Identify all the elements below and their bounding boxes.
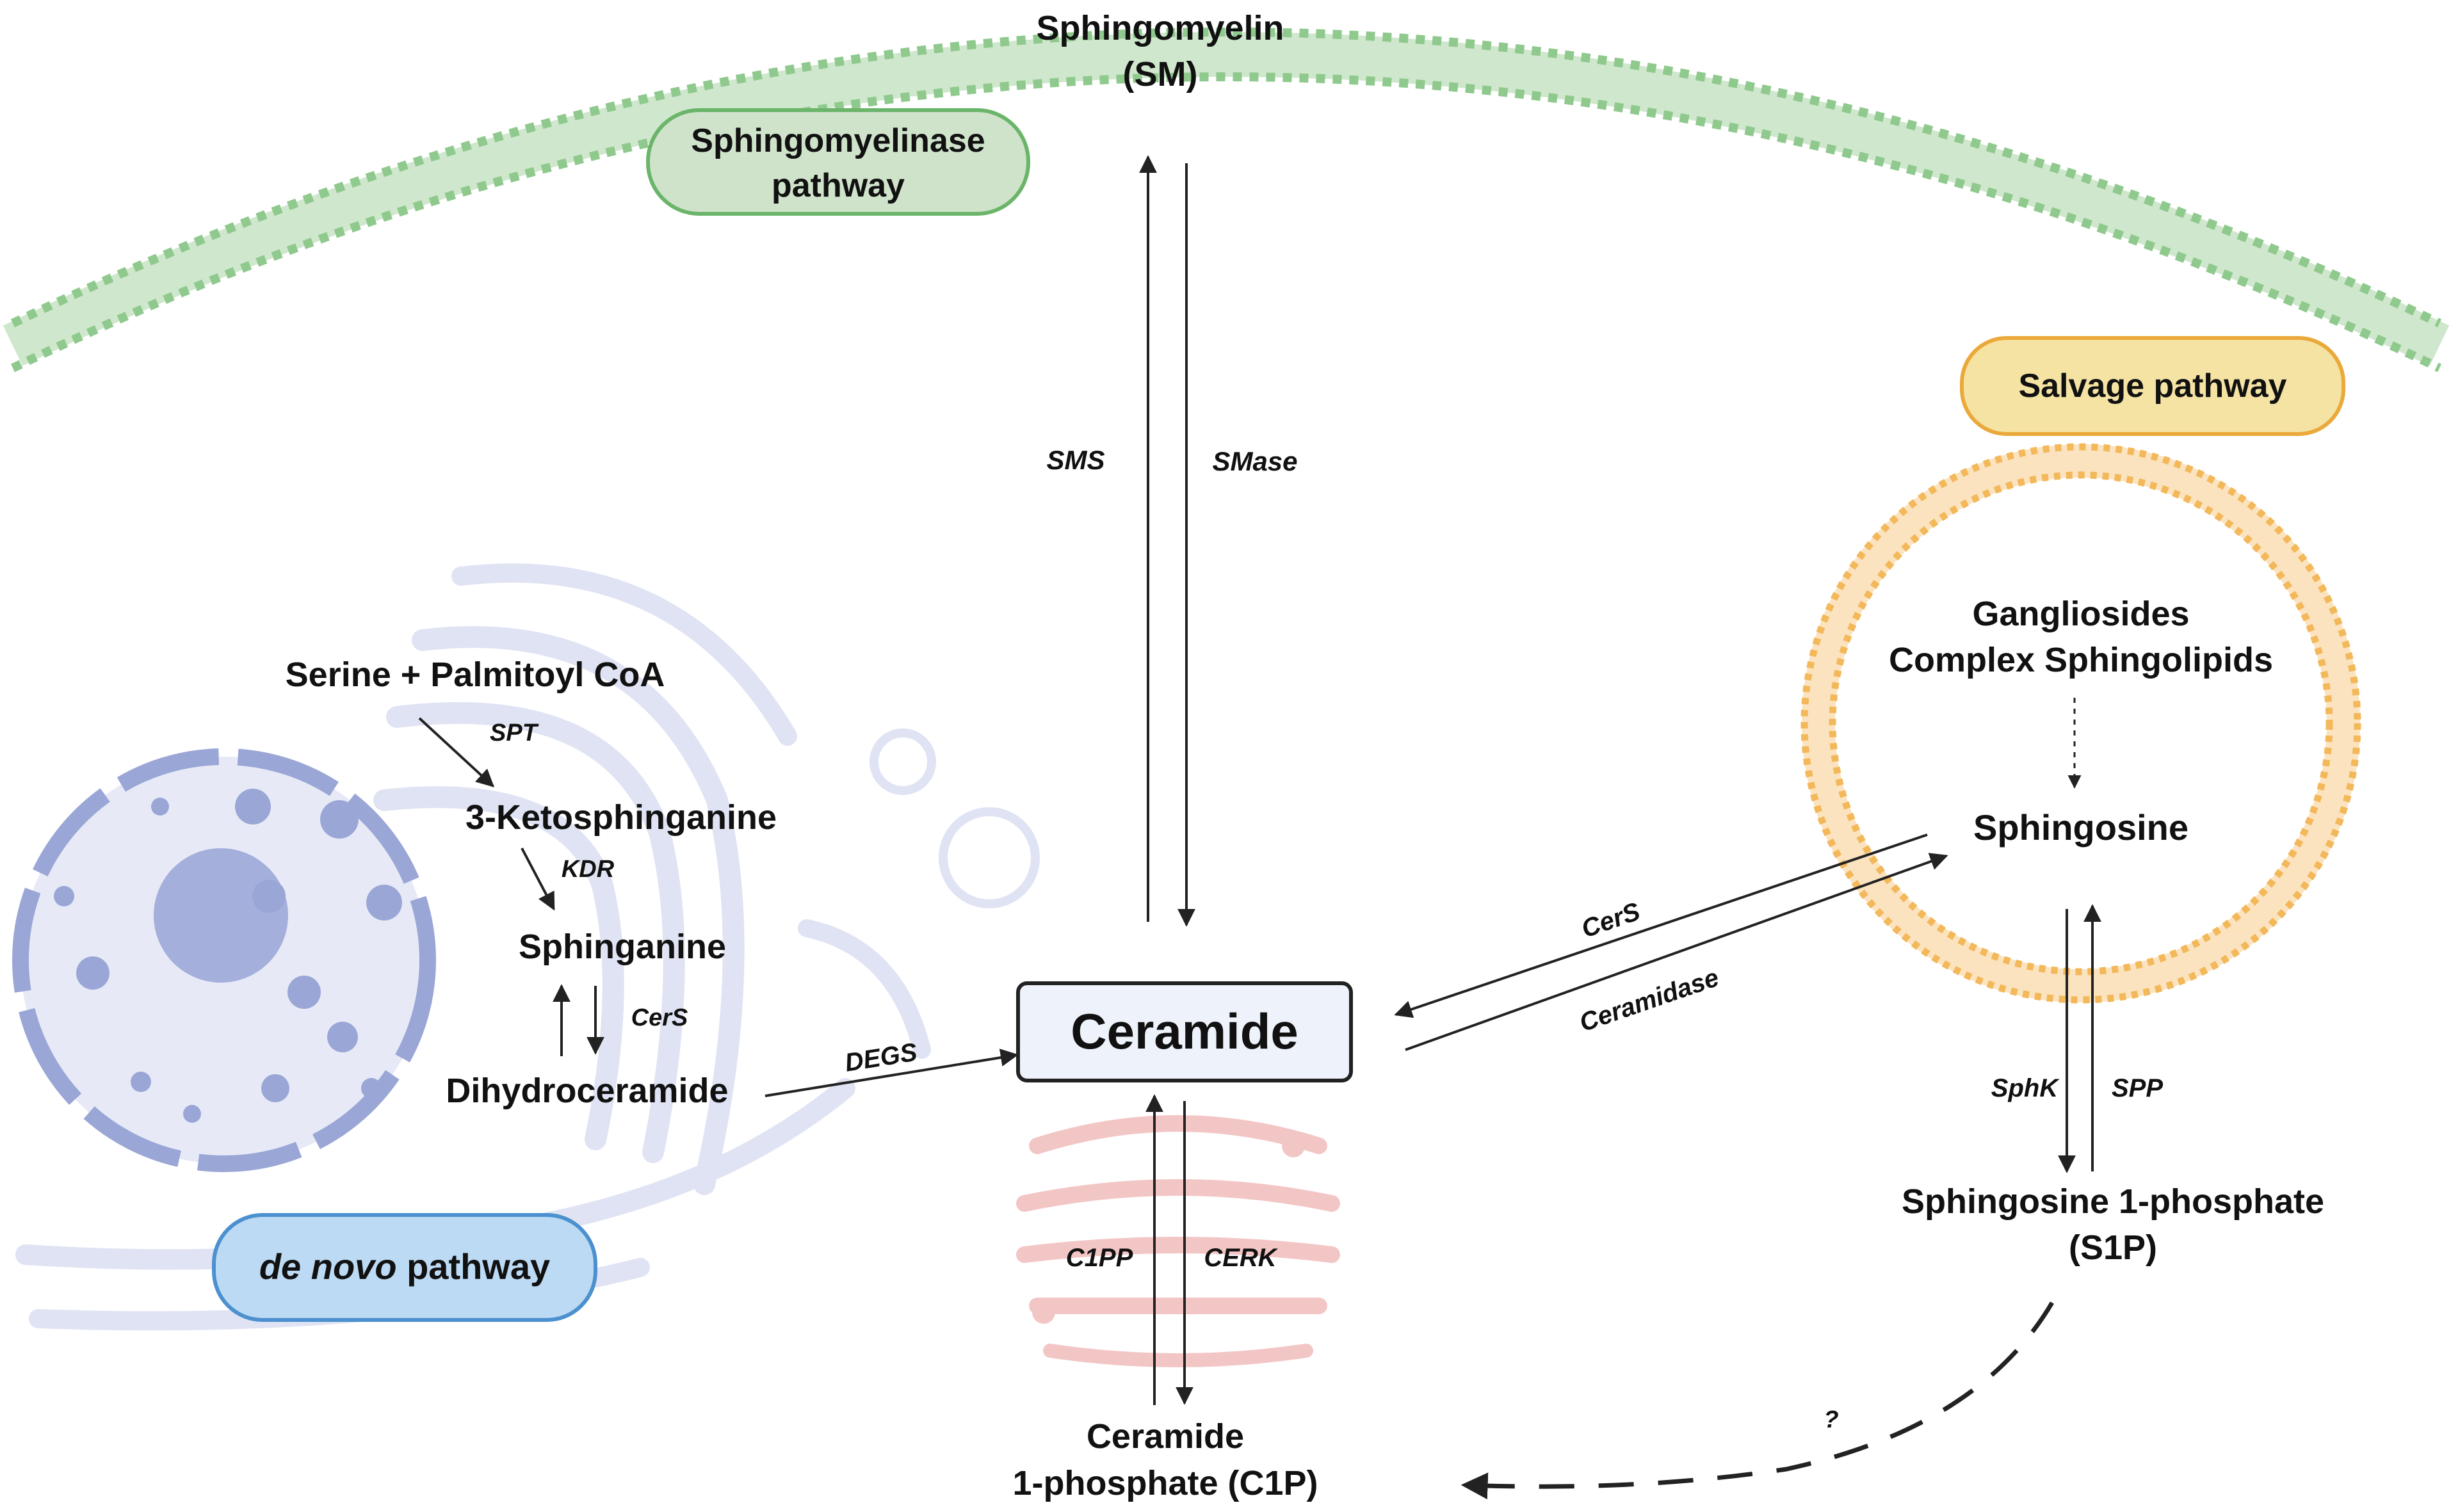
cers-salvage-arrow <box>1394 833 1928 1018</box>
denovo-pathway-badge: de novo pathway <box>212 1213 597 1322</box>
c1p-label-line2: 1-phosphate (C1P) <box>1012 1464 1318 1502</box>
gangliosides-label: Gangliosides <box>1972 595 2189 633</box>
sphingomyelinase-pathway-badge: Sphingomyelinase pathway <box>646 108 1030 216</box>
lysosome <box>1800 443 2361 1004</box>
sphk-enzyme-label: SphK <box>1991 1074 2060 1102</box>
spt-enzyme-label: SPT <box>490 720 539 746</box>
kdr-arrow <box>521 848 555 911</box>
sphingosine-label: Sphingosine <box>1973 807 2188 848</box>
ceramide-box: Ceramide <box>1016 981 1353 1082</box>
sm-abbrev-label: (SM) <box>1123 55 1198 93</box>
sphingomyelinase-pathway-line2: pathway <box>772 167 905 204</box>
cers-salvage-enzyme-label: CerS <box>1578 897 1644 944</box>
spp-enzyme-label: SPP <box>2112 1074 2163 1102</box>
complex-sphingolipids-label: Complex Sphingolipids <box>1889 641 2273 679</box>
salvage-pathway-badge: Salvage pathway <box>1960 336 2345 436</box>
salvage-pathway-label: Salvage pathway <box>2018 367 2286 405</box>
ceramidase-enzyme-label: Ceramidase <box>1576 963 1722 1037</box>
ceramidase-arrow <box>1405 853 1948 1051</box>
c1pp-enzyme-label: C1PP <box>1066 1244 1133 1272</box>
sphingomyelin-label: Sphingomyelin <box>1036 9 1284 47</box>
sphingomyelinase-pathway-line1: Sphingomyelinase <box>691 122 985 159</box>
degs-arrow <box>764 1049 1019 1097</box>
ketosphinganine-label: 3-Ketosphinganine <box>465 798 777 837</box>
kdr-enzyme-label: KDR <box>562 856 615 883</box>
plasma-membrane <box>3 28 2450 373</box>
golgi-apparatus <box>1016 1115 1340 1367</box>
smase-enzyme-label: SMase <box>1212 446 1297 476</box>
ceramide-label: Ceramide <box>1071 1003 1298 1059</box>
unknown-mechanism-label: ? <box>1824 1406 1838 1433</box>
c1p-label-line1: Ceramide <box>1087 1417 1244 1456</box>
s1p-abbrev-label: (S1P) <box>2069 1228 2157 1267</box>
spt-arrow <box>418 717 495 787</box>
degs-enzyme-label: DEGS <box>843 1038 919 1077</box>
sphinganine-label: Sphinganine <box>519 928 726 966</box>
denovo-pathway-label: de novo pathway <box>259 1246 550 1287</box>
cers-denovo-enzyme-label: CerS <box>631 1004 688 1031</box>
cerk-enzyme-label: CERK <box>1204 1244 1278 1272</box>
denovo-italic: de novo <box>259 1246 397 1287</box>
nucleus <box>12 748 436 1172</box>
reaction-arrows <box>418 155 2101 1500</box>
serine-palmitoyl-coa-label: Serine + Palmitoyl CoA <box>286 655 665 694</box>
sms-enzyme-label: SMS <box>1046 445 1104 475</box>
s1p-to-c1p-dashed-arrow <box>1460 1301 2055 1500</box>
denovo-rest: pathway <box>397 1246 551 1287</box>
s1p-label: Sphingosine 1-phosphate <box>1902 1182 2324 1221</box>
dihydroceramide-label: Dihydroceramide <box>446 1072 728 1110</box>
